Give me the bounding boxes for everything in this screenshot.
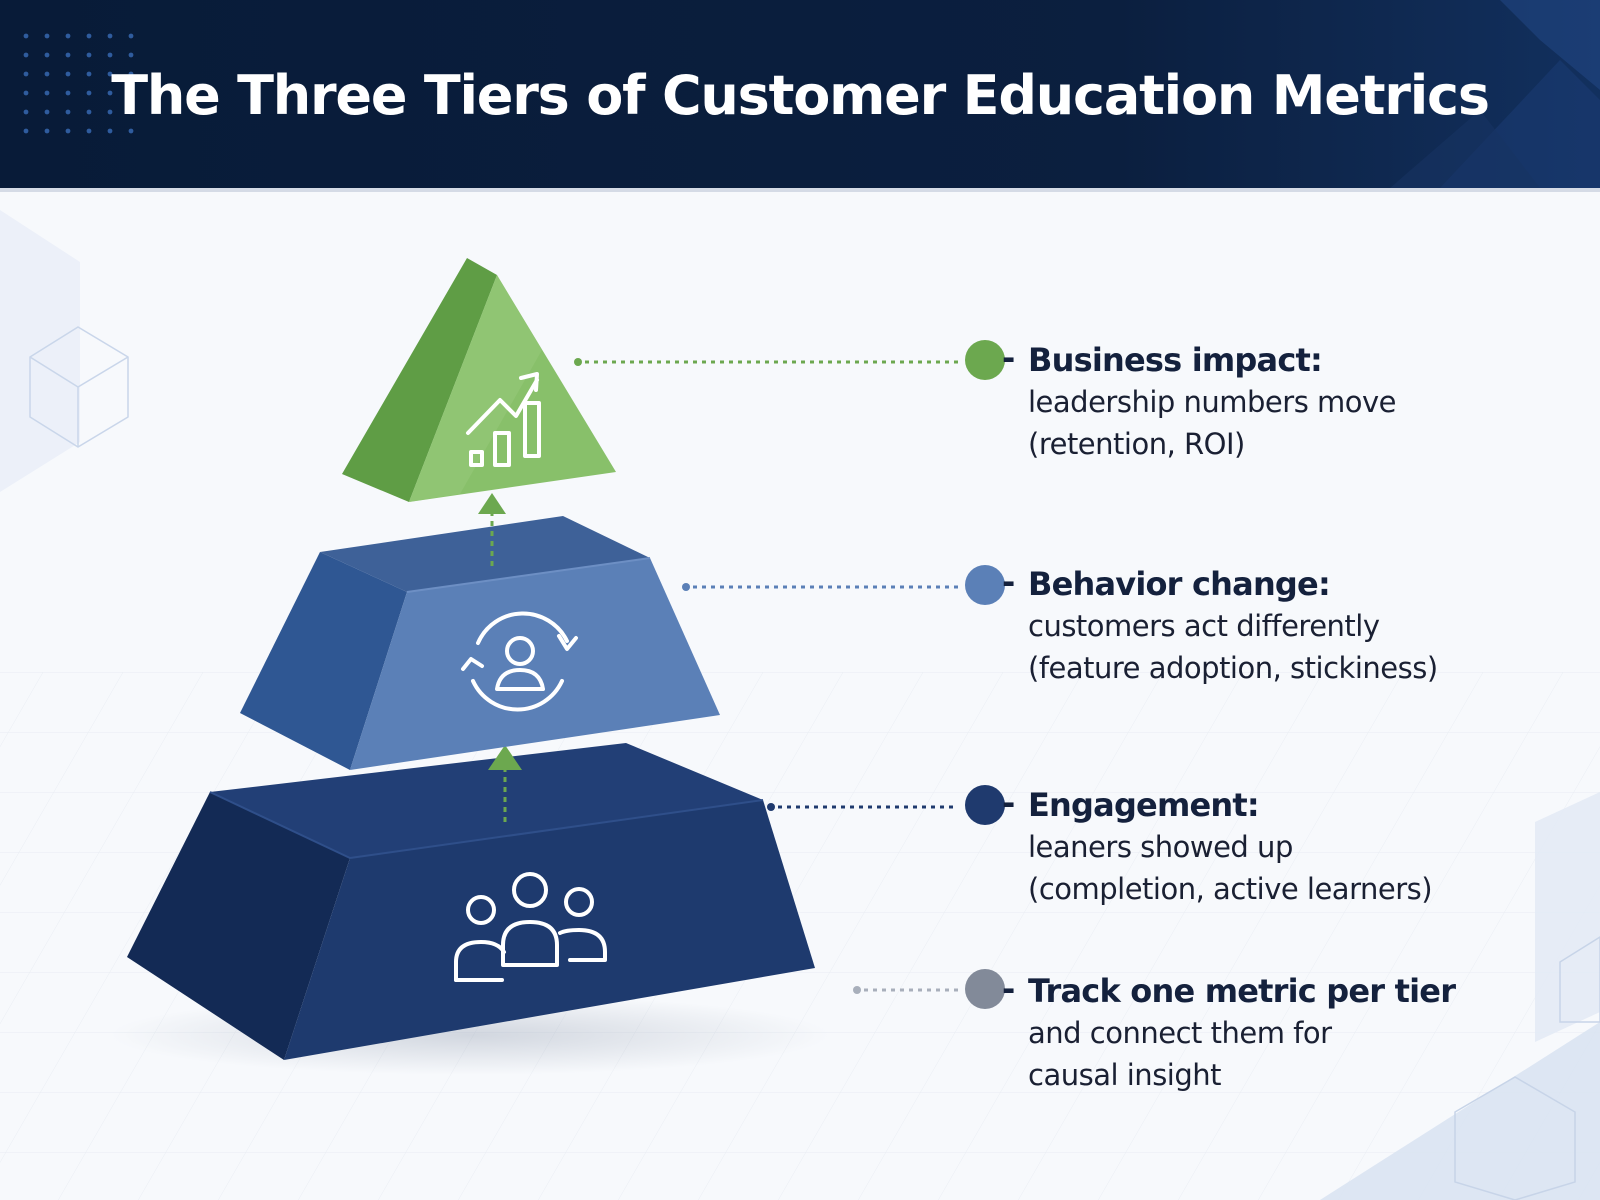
label-description-line: leadership numbers move	[1028, 385, 1397, 419]
decor-dot	[44, 109, 50, 115]
person-cycle-icon	[461, 611, 578, 712]
label-dash: -	[1002, 784, 1015, 822]
decor-dot	[65, 33, 71, 39]
tier-top	[342, 258, 616, 502]
label-description-line: and connect them for	[1028, 1016, 1332, 1050]
label-engagement: - Engagement: leaners showed up (complet…	[1002, 784, 1568, 910]
decor-dot	[128, 128, 134, 134]
growth-chart-icon	[466, 372, 541, 467]
decor-dot	[128, 90, 134, 96]
label-title: Track one metric per tier	[1028, 972, 1456, 1010]
connector-top	[574, 340, 1005, 380]
decor-dot	[65, 90, 71, 96]
header-divider	[0, 188, 1600, 192]
decor-dot	[86, 109, 92, 115]
decor-dot	[65, 71, 71, 77]
decor-dot	[23, 71, 29, 77]
decor-dot	[23, 52, 29, 58]
tier-bottom	[127, 743, 815, 1060]
label-dash: -	[1002, 970, 1015, 1008]
label-note: - Track one metric per tier and connect …	[1002, 970, 1568, 1096]
decor-dot	[107, 128, 113, 134]
decor-dot	[128, 71, 134, 77]
connectors	[574, 340, 1005, 1009]
dot-grid-decoration	[23, 33, 134, 134]
decor-dot	[44, 90, 50, 96]
decor-dot	[65, 128, 71, 134]
decor-dot	[44, 71, 50, 77]
decor-dot	[44, 128, 50, 134]
label-business-impact: - Business impact: leadership numbers mo…	[1002, 339, 1568, 465]
decor-dot	[86, 52, 92, 58]
marker-business-impact	[965, 340, 1005, 380]
label-description-line: leaners showed up	[1028, 830, 1293, 864]
decor-dot	[86, 71, 92, 77]
connector-bottom	[767, 785, 1005, 825]
decor-dot	[65, 109, 71, 115]
decor-dot	[44, 33, 50, 39]
label-description-line: causal insight	[1028, 1058, 1222, 1092]
marker-engagement	[965, 785, 1005, 825]
label-description-line: customers act differently	[1028, 609, 1380, 643]
decor-dot	[128, 109, 134, 115]
arrow-middle-to-top	[478, 493, 506, 566]
label-dash: -	[1002, 339, 1015, 377]
decor-dot	[128, 33, 134, 39]
label-title: Behavior change:	[1028, 565, 1331, 603]
connector-note	[853, 969, 1005, 1009]
decor-dot	[107, 71, 113, 77]
decor-dot	[128, 52, 134, 58]
label-title: Business impact:	[1028, 341, 1323, 379]
arrow-bottom-to-middle	[488, 745, 522, 822]
label-title: Engagement:	[1028, 786, 1260, 824]
group-icon	[454, 872, 607, 982]
label-behavior-change: - Behavior change: customers act differe…	[1002, 563, 1568, 689]
header-decoration	[1390, 0, 1600, 188]
header-banner: The Three Tiers of Customer Education Me…	[0, 0, 1600, 188]
marker-note	[965, 969, 1005, 1009]
connector-middle	[682, 565, 1005, 605]
decor-dot	[23, 90, 29, 96]
marker-behavior-change	[965, 565, 1005, 605]
label-description-line: (retention, ROI)	[1028, 427, 1245, 461]
decor-dot	[107, 52, 113, 58]
decor-dot	[86, 128, 92, 134]
label-dash: -	[1002, 563, 1015, 601]
decor-dot	[86, 90, 92, 96]
label-description-line: (feature adoption, stickiness)	[1028, 651, 1438, 685]
decor-dot	[107, 33, 113, 39]
tier-middle	[240, 516, 720, 770]
page-title: The Three Tiers of Customer Education Me…	[111, 64, 1490, 127]
decor-dot	[23, 109, 29, 115]
decor-dot	[23, 33, 29, 39]
decor-dot	[107, 109, 113, 115]
decor-dot	[65, 52, 71, 58]
decor-dot	[86, 33, 92, 39]
decor-dot	[107, 90, 113, 96]
decor-dot	[44, 52, 50, 58]
decor-dot	[23, 128, 29, 134]
label-description-line: (completion, active learners)	[1028, 872, 1433, 906]
